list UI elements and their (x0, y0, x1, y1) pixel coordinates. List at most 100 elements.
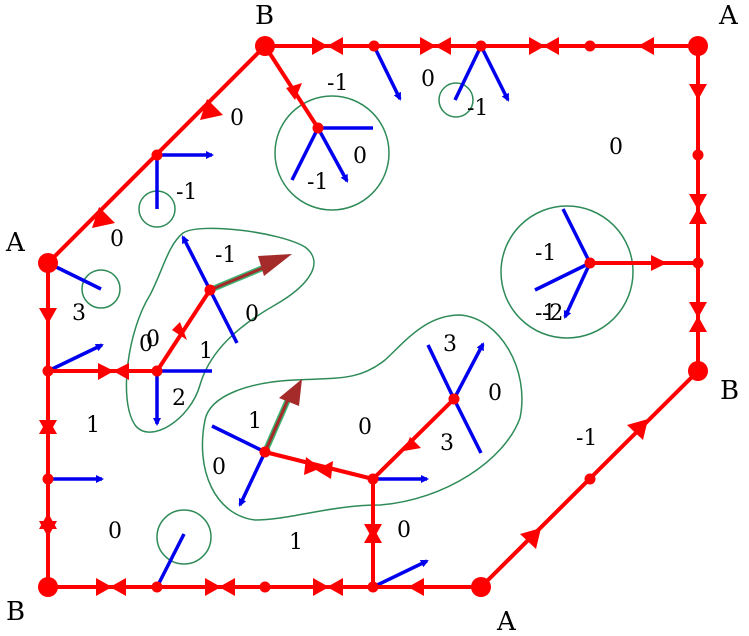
region-label: 1 (199, 339, 213, 364)
vertex (584, 40, 596, 52)
normal-arrow (316, 127, 349, 183)
region-label: 0 (488, 381, 502, 406)
direction-marker (689, 84, 707, 100)
region-label: -1 (215, 243, 236, 268)
vertex (204, 284, 216, 296)
direction-marker (110, 578, 126, 596)
direction-marker (627, 419, 648, 440)
direction-marker (543, 37, 559, 55)
normal-line (534, 261, 591, 292)
highlight-arrow-shaft (263, 394, 292, 453)
direction-marker (638, 37, 654, 55)
highlight-arrow-head (279, 379, 302, 406)
corner-vertex (38, 253, 58, 273)
direction-marker (364, 527, 382, 543)
vertex (259, 581, 271, 593)
direction-marker (205, 578, 221, 596)
corner-label-right-B: B (720, 376, 739, 406)
normal-arrow (452, 342, 485, 400)
region-outline-bottom-circle (156, 509, 212, 565)
region-label: 0 (245, 302, 259, 327)
normal-line (452, 398, 483, 454)
direction-marker (304, 457, 321, 475)
region-outline-center-blob (201, 314, 523, 521)
highlight-arrows (208, 254, 302, 454)
vertex (42, 365, 54, 377)
vertex (151, 149, 163, 161)
normal-arrow (47, 343, 104, 373)
direction-marker (420, 37, 436, 55)
region-label: 0 (139, 332, 153, 357)
corner-label-left-A: A (5, 228, 26, 258)
direction-marker (520, 528, 541, 549)
vertex (584, 473, 596, 485)
region-label: 0 (146, 327, 160, 352)
region-labels: 0 -1 0 -1 0 -1 -1 0 0 0 -1 -1 0 3 0 1 2 … (72, 67, 623, 555)
region-outlines (81, 82, 634, 565)
direction-marker (435, 37, 451, 55)
normal-line (211, 424, 266, 454)
region-label: 3 (72, 301, 86, 326)
region-label: -1 (535, 301, 556, 326)
corner-labels: B A A B B A (5, 1, 739, 636)
vertex (692, 149, 704, 161)
vertex (448, 393, 460, 405)
region-label: -1 (467, 96, 488, 121)
direction-marker (312, 37, 328, 55)
direction-marker (529, 37, 545, 55)
region-label: -2 (542, 301, 563, 326)
region-label: -1 (307, 170, 328, 195)
direction-marker (689, 208, 707, 224)
direction-marker (313, 578, 329, 596)
direction-marker (316, 461, 333, 479)
normal-arrow (181, 235, 212, 291)
vertex (475, 40, 487, 52)
corner-vertex (255, 36, 275, 56)
direction-marker (689, 316, 707, 332)
corner-vertex (471, 577, 491, 597)
corner-label-top-B: B (255, 1, 274, 31)
direction-marker (651, 255, 667, 271)
vertex (367, 581, 379, 593)
region-label: 0 (230, 106, 244, 131)
region-outline-small-top-circle (438, 82, 474, 118)
region-label: 1 (248, 409, 262, 434)
region-label: 1 (86, 413, 100, 438)
region-label: 3 (440, 431, 454, 456)
normal-line (453, 45, 483, 101)
direction-marker (39, 308, 57, 324)
direction-marker (689, 302, 707, 318)
vertex (259, 446, 271, 458)
direction-marker (286, 83, 302, 100)
region-label: 2 (172, 386, 186, 411)
region-label: -1 (535, 241, 556, 266)
vertex (42, 473, 54, 485)
vertex (312, 122, 324, 134)
direction-marker (408, 578, 424, 596)
normal-line (155, 533, 186, 588)
vertex (692, 257, 704, 269)
vertex (584, 257, 596, 269)
direction-marker (39, 521, 57, 537)
normal-arrow (372, 559, 429, 589)
normal-arrow (372, 45, 402, 101)
region-label: 0 (110, 227, 124, 252)
normal-arrow (479, 45, 510, 102)
region-label: -1 (327, 71, 348, 96)
vertex (151, 365, 163, 377)
direction-marker (98, 363, 114, 380)
direction-marker (327, 37, 343, 55)
region-outline-small-A-circle (81, 269, 121, 309)
direction-marker (96, 578, 112, 596)
region-label: 0 (353, 144, 367, 169)
region-outline-top-circle (274, 95, 390, 211)
corner-vertex (38, 577, 58, 597)
direction-marker (200, 99, 223, 120)
normal-line (426, 344, 456, 400)
direction-marker (327, 578, 343, 596)
region-label: 0 (212, 455, 226, 480)
highlight-arrow-shaft (209, 263, 271, 292)
direction-marker (689, 194, 707, 210)
edge-direction-markers (39, 37, 707, 596)
